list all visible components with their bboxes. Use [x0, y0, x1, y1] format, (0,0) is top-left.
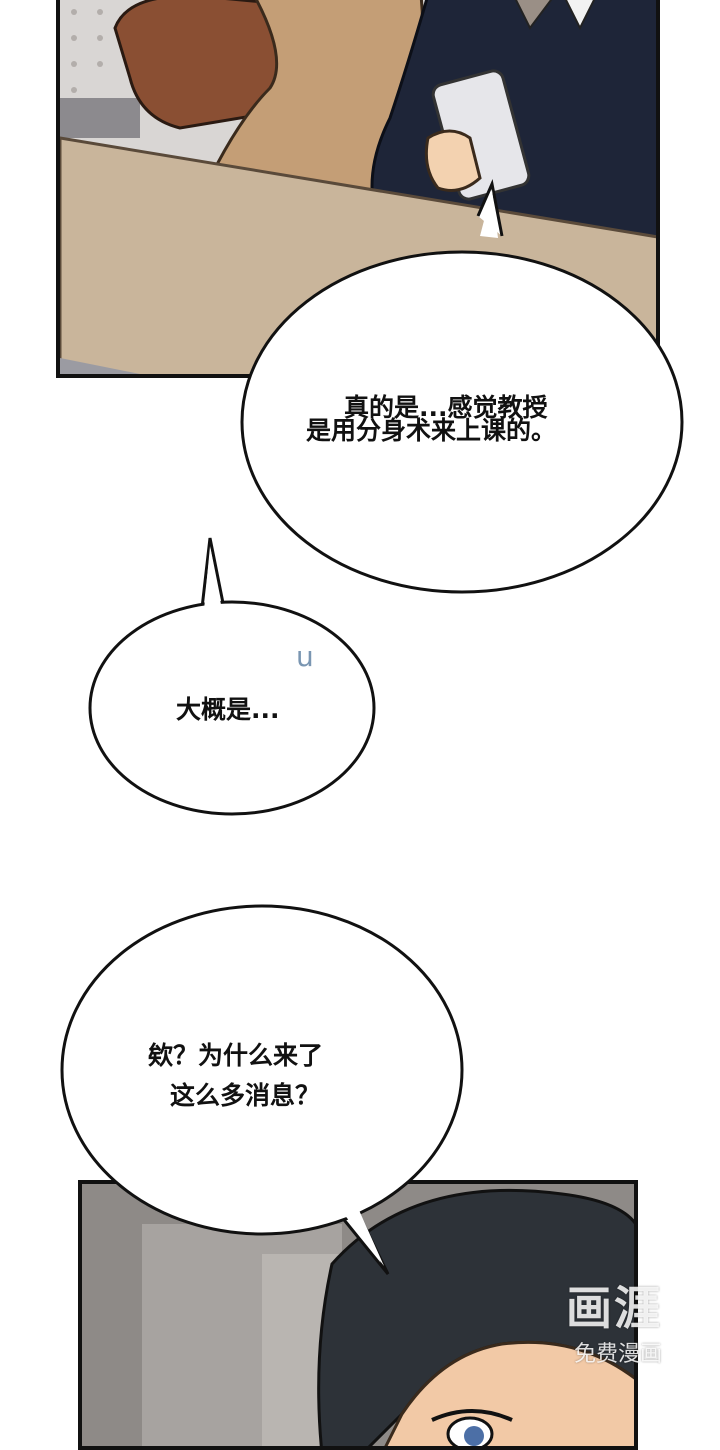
bubble-3-line-1: 欸？为什么来了: [148, 1041, 324, 1070]
closeup-illustration: [82, 1184, 634, 1446]
speech-bubble-2: [88, 537, 376, 816]
bubble-1-line-2: 是用分身术来上课的。: [306, 416, 557, 445]
comic-panel-classroom: [56, 0, 660, 378]
comic-panel-closeup: [78, 1180, 638, 1450]
pegboard-dots: [71, 9, 103, 93]
bubble-3-line-2: 这么多消息？: [170, 1081, 321, 1110]
speech-bubble-1: [240, 178, 684, 594]
watermark-logo: 画涯: [566, 1281, 662, 1335]
speech-bubble-3: [60, 904, 464, 1275]
classroom-illustration: [60, 0, 656, 374]
watermark-subtitle: 免费漫画: [574, 1342, 663, 1367]
sweat-drop-sfx: u: [296, 640, 314, 673]
bubble-2-line-1: 大概是...: [176, 695, 280, 724]
bubble-1-line-1: 真的是...感觉教授: [344, 393, 548, 422]
